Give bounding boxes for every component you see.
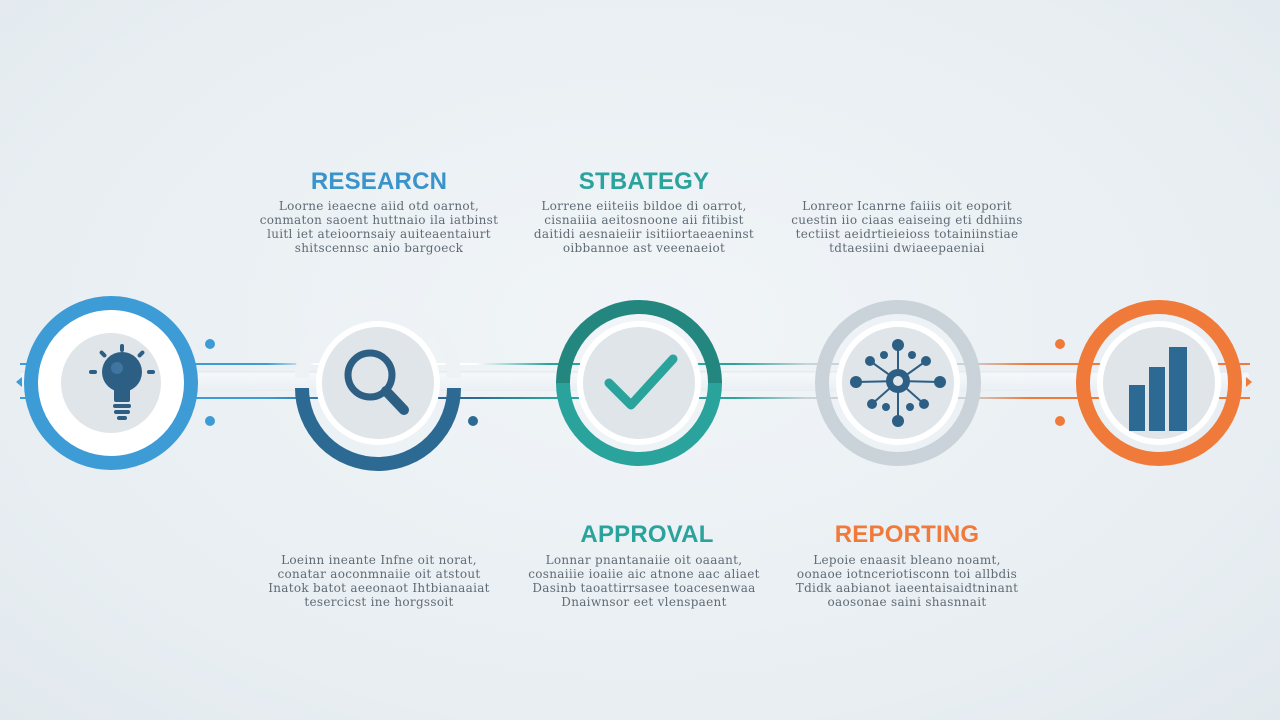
right-arrow-tip [1246,377,1252,387]
bar-chart-icon [1129,347,1187,431]
description-line: cisnaiiia aeitosnoone aii fitibist [544,213,744,227]
description-line: oaosonae saini shasnnait [827,595,987,609]
step-description-network: Lonreor Icanrne faiiis oit eoporit cuest… [767,199,1047,255]
description-line: luitl iet ateioornsaiy auiteaentaiurt [267,227,491,241]
description-line: daitidi aesnaieiir isitiiortaeaeninst [533,227,755,241]
description-line: cuestin iio ciaas eaiseing eti ddhiins [791,213,1023,227]
left-arrow-tip [16,377,22,387]
step-title-reporting: REPORTING [834,521,980,548]
description-line: shitscennsc anio bargoeck [294,241,464,255]
accent-dot [205,416,215,426]
description-line: Dasinb taoattirrsasee toacesenwaa [532,581,756,595]
description-line: Loorne ieaecne aiid otd oarnot, [278,199,480,213]
description-line: Tdidk aabianot iaeentaisaidtninant [795,581,1019,595]
step-node-research [21,293,201,473]
description-line: Lepoie enaasit bleano noamt, [813,553,1001,567]
accent-dot [205,339,215,349]
lightbulb-icon [89,344,155,420]
description-line: oonaoe iotnceriotisconn toi allbdis [796,567,1018,581]
step-node-strategy [549,293,729,473]
description-line: tectiist aeidrtieieioss totainiinstiae [795,227,1019,241]
step-node-search [288,293,468,473]
step-description-reporting: Lepoie enaasit bleano noamt, oonaoe iotn… [767,553,1047,609]
description-line: tesercicst ine horgssoit [304,595,454,609]
magnifier-icon [344,349,409,415]
accent-dot [1055,416,1065,426]
accent-dot [468,416,478,426]
description-line: Dnaiwnsor eet vlenspaent [561,595,727,609]
network-icon [850,339,946,427]
description-line: tdtaesiini dwiaeepaeniai [829,241,985,255]
step-description-research: Loorne ieaecne aiid otd oarnot, conmaton… [239,199,519,255]
description-line: Lonnar pnantanaiie oit oaaant, [545,553,743,567]
description-line: Inatok batot aeeonaot Ihtbianaaiat [268,581,490,595]
step-title-strategy: STBATEGY [578,168,710,195]
step-description-strategy: Lorrene eiiteiis bildoe di oarrot, cisna… [504,199,784,255]
description-line: conatar aoconmnaiie oit atstout [277,567,481,581]
description-line: cosnaiiie ioaiie aic atnone aac aliaet [528,567,760,581]
step-title-research: RESEARCN [310,168,448,195]
description-line: Loeinn ineante Infne oit norat, [281,553,477,567]
step-description-approval: Lonnar pnantanaiie oit oaaant, cosnaiiie… [504,553,784,609]
lower-description-left: Loeinn ineante Infne oit norat, conatar … [239,553,519,609]
step-title-approval: APPROVAL [580,521,714,548]
description-line: Lonreor Icanrne faiiis oit eoporit [802,199,1012,213]
step-node-reporting [1069,293,1249,473]
description-line: oibbannoe ast veeenaeiot [562,241,726,255]
description-line: Lorrene eiiteiis bildoe di oarrot, [541,199,747,213]
checkmark-icon [604,354,678,410]
description-line: conmaton saoent huttnaio ila iatbinst [259,213,499,227]
accent-dot [1055,339,1065,349]
step-node-network [808,293,988,473]
